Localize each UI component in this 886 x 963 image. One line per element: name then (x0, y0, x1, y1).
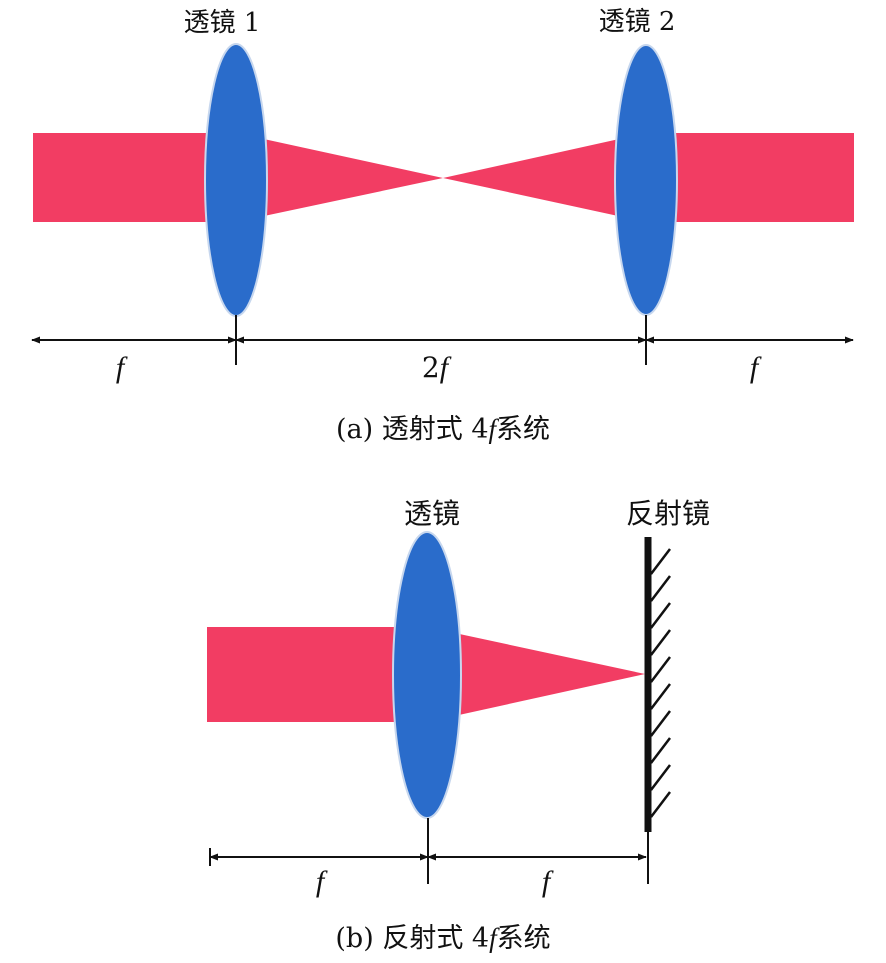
mirror (644, 537, 671, 832)
caption-b-variable: f (489, 923, 500, 953)
caption-a-prefix: (a) 透射式 4 (336, 414, 489, 445)
caption-b: (b) 反射式 4f系统 (335, 923, 550, 954)
dimension-middle-variable: f (440, 351, 452, 384)
hatch-line (650, 737, 671, 764)
lens-2 (614, 44, 678, 316)
dimension-label-left-a: f (116, 351, 128, 384)
mirror-label: 反射镜 (626, 497, 710, 530)
caption-a: (a) 透射式 4f系统 (336, 414, 550, 445)
lens-b-label: 透镜 (404, 497, 460, 530)
lens-2-label: 透镜 2 (599, 7, 676, 37)
diagram-a: 透镜 1 透镜 2 f 2f f (a) 透射式 4f系统 (31, 7, 854, 445)
lens-1 (204, 43, 268, 317)
dimension-label-middle-a: 2f (422, 351, 452, 384)
hatch-line (650, 602, 671, 629)
input-beam-b (207, 627, 427, 722)
output-beam-a (646, 133, 854, 222)
hatch-line (650, 575, 671, 602)
converging-beam-a (236, 133, 443, 222)
hatch-line (650, 683, 671, 710)
lens-b (392, 531, 462, 819)
lens-1-label: 透镜 1 (184, 8, 261, 38)
mirror-hatching (650, 548, 671, 818)
dimension-label-right-b: f (542, 865, 554, 898)
caption-a-variable: f (489, 414, 500, 444)
caption-b-suffix: 系统 (497, 923, 551, 954)
hatch-line (650, 710, 671, 737)
dimension-label-right-a: f (750, 351, 762, 384)
dimension-label-left-b: f (316, 865, 328, 898)
hatch-line (650, 791, 671, 818)
diagram-b: 透镜 反射镜 f f (b) 反射式 4f系统 (207, 497, 710, 954)
dimension-middle-number: 2 (422, 351, 440, 384)
hatch-line (650, 764, 671, 791)
diverging-beam-a (443, 133, 646, 222)
caption-b-prefix: (b) 反射式 4 (335, 923, 489, 954)
hatch-line (650, 656, 671, 683)
caption-a-suffix: 系统 (496, 414, 550, 445)
hatch-line (650, 629, 671, 656)
input-beam-a (33, 133, 236, 222)
hatch-line (650, 548, 671, 575)
converging-beam-b (427, 627, 645, 722)
